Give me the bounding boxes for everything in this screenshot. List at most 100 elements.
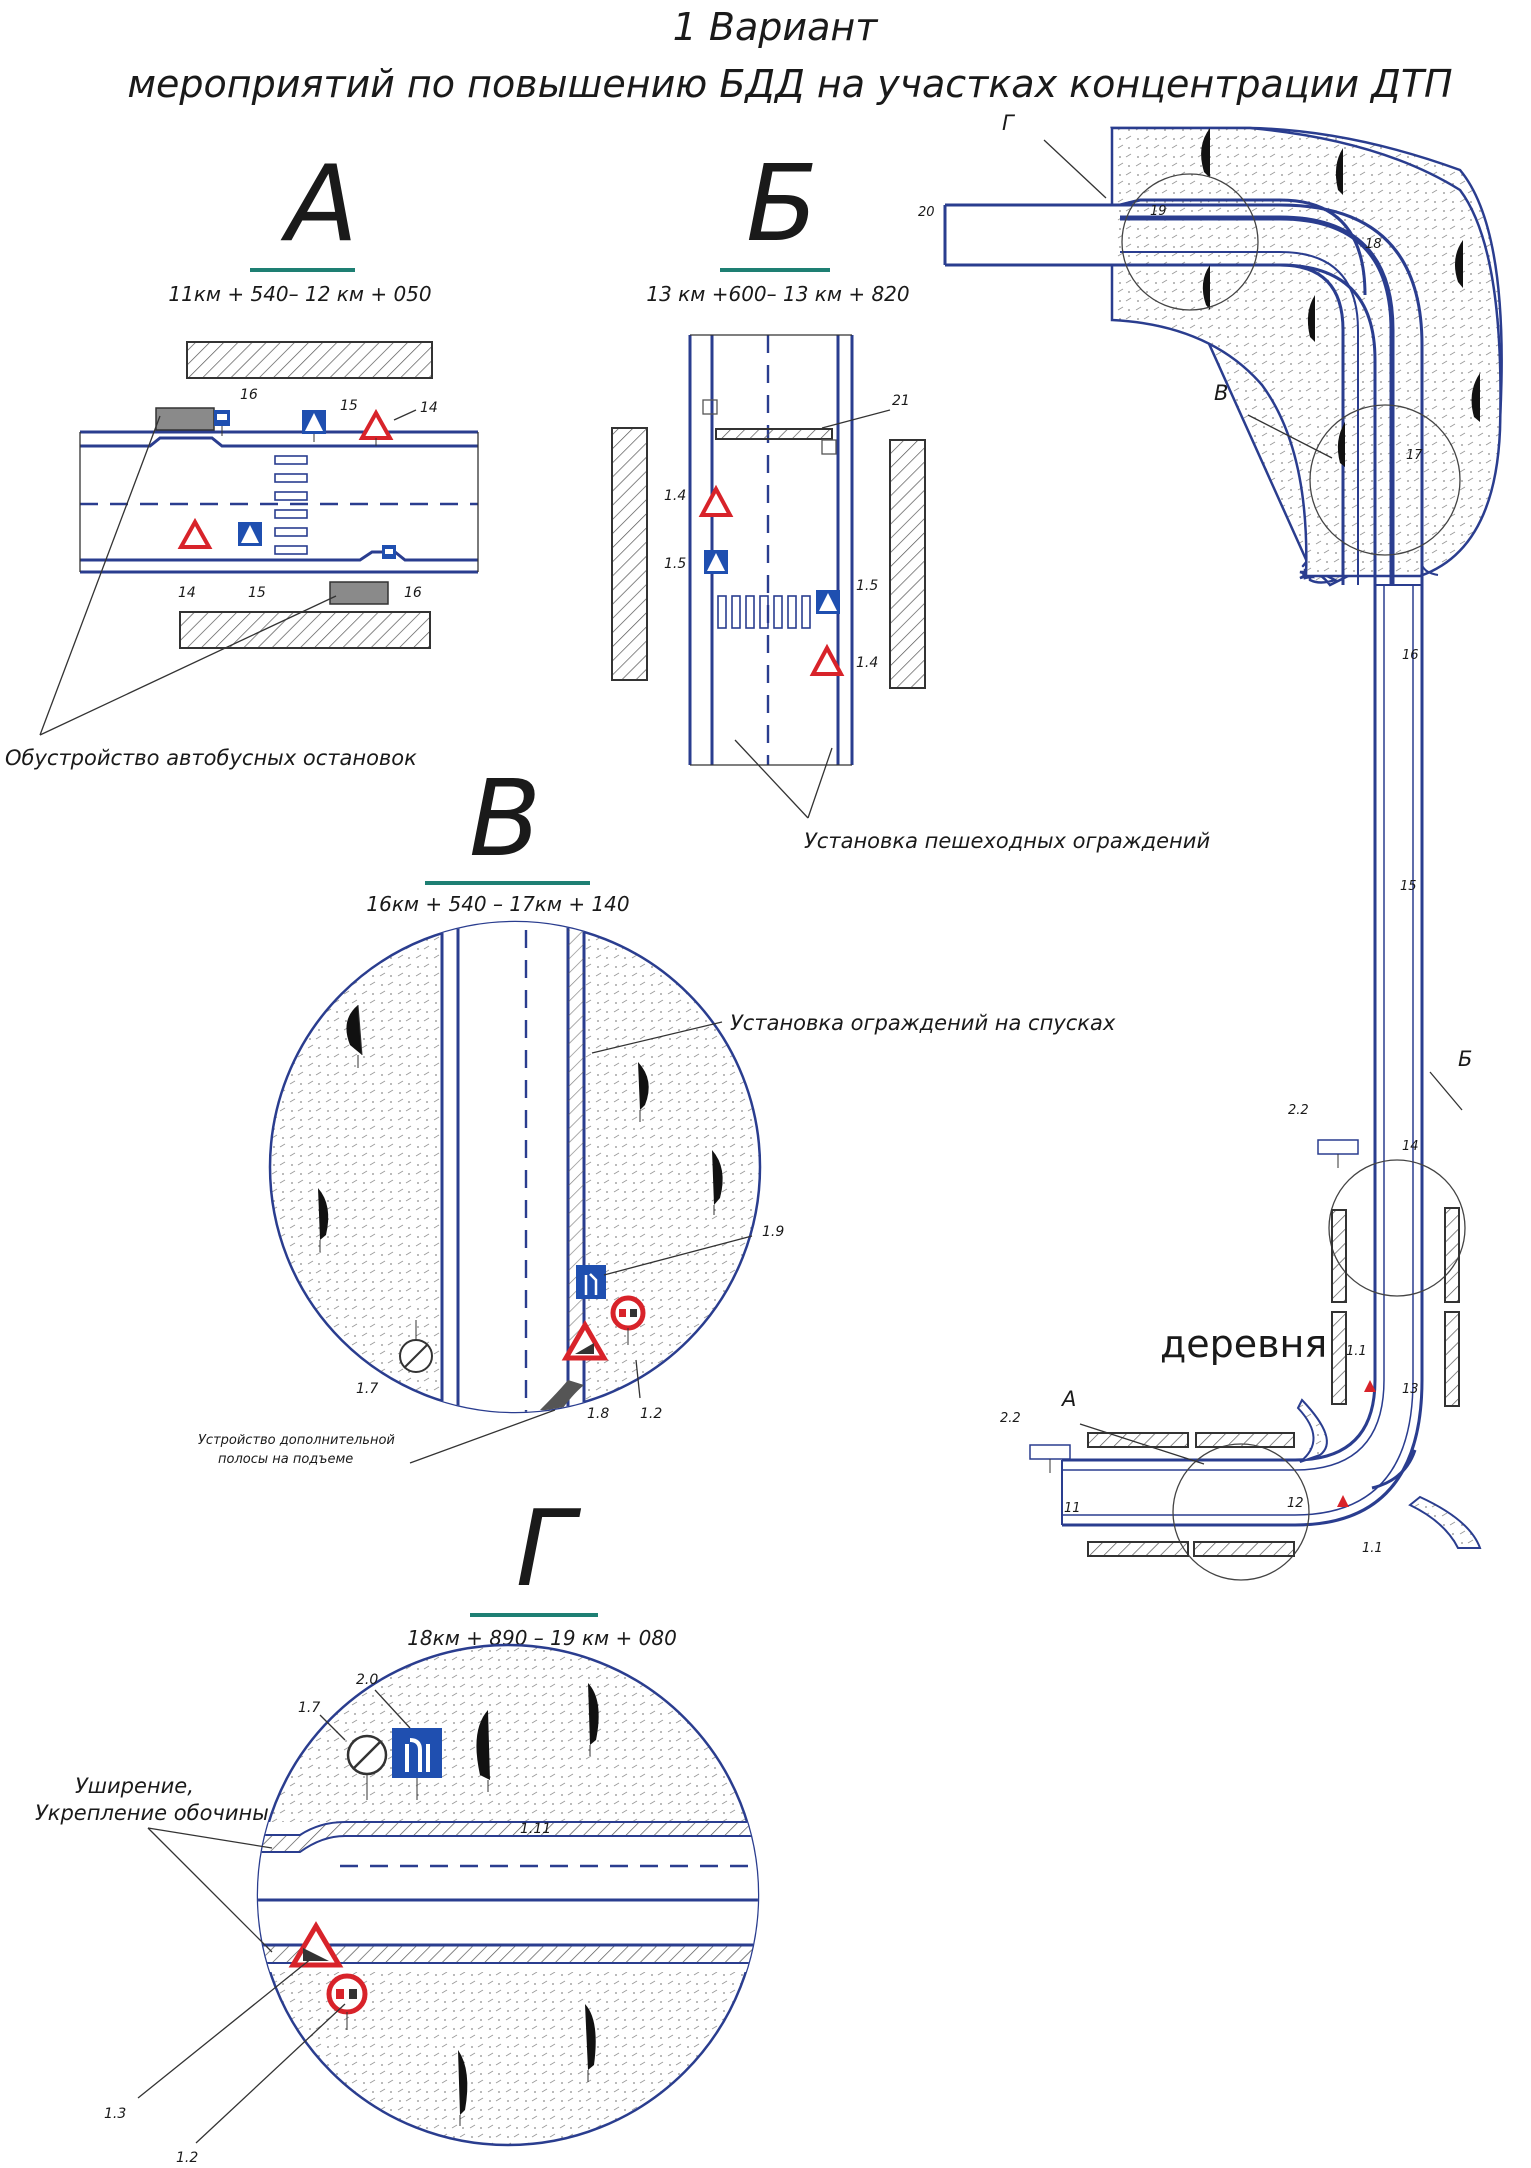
detail-a-letter: А [280, 143, 358, 265]
sign-number: 1.9 [762, 1224, 784, 1240]
sign-number: 15 [340, 398, 358, 414]
building-strip [1331, 1311, 1347, 1405]
callout-leader [1079, 1423, 1205, 1465]
tree-icon [346, 1004, 363, 1068]
callout-v: В [1214, 381, 1228, 405]
leader-line [195, 2003, 346, 2144]
km-tick: 13 [1402, 1382, 1419, 1397]
forest-area [1110, 126, 1502, 578]
zone-circle [1328, 1159, 1466, 1297]
tree-icon [1337, 422, 1345, 467]
extra-lane-label-line-1: Устройство дополнительной [198, 1433, 395, 1448]
fence-post [702, 399, 718, 415]
leader-line [807, 747, 833, 819]
building-strip [186, 341, 433, 379]
widen-label-line-1: Уширение, [75, 1774, 194, 1798]
leader-line [409, 1409, 556, 1464]
tree-icon [712, 1150, 723, 1215]
km-tick: 19 [1150, 204, 1167, 219]
callout-a: А [1060, 1387, 1076, 1411]
sign-number: 16 [404, 585, 422, 601]
zone-circle [1121, 173, 1259, 311]
sign-number: 15 [248, 585, 266, 601]
header-line-2: мероприятий по повышению БДД на участках… [127, 62, 1452, 106]
tree-icon [638, 1062, 649, 1122]
km-tick: 11 [1064, 1501, 1081, 1516]
building-strip [1087, 1432, 1189, 1448]
detail-g-km: 18км + 890 – 19 км + 080 [407, 1626, 677, 1650]
bus-stop-sign-icon [214, 410, 230, 436]
leader-line [603, 1235, 753, 1276]
callout-b: Б [1458, 1047, 1472, 1071]
sign-number: 1.8 [587, 1406, 609, 1422]
sign-number: 1.3 [104, 2106, 126, 2122]
overpass-bar [715, 428, 833, 440]
sign-number: 14 [420, 400, 438, 416]
route-sign-icon [1029, 1444, 1071, 1473]
sign-number: 1.7 [356, 1381, 378, 1397]
road-lane [1120, 251, 1359, 585]
building-strip [1087, 1541, 1189, 1557]
tree-icon [458, 2050, 468, 2126]
leader-line [319, 1714, 346, 1741]
widen-label-line-2: Укрепление обочины [35, 1801, 269, 1825]
building-strip [611, 427, 648, 681]
steep-descent-warning-sign-icon [288, 1921, 344, 1968]
extra-lane-label-line-2: полосы на подъеме [218, 1452, 353, 1467]
road-edge-with-bay [80, 436, 478, 448]
road-center [1120, 215, 1395, 585]
route-sign-icon [1317, 1139, 1359, 1168]
road-lane [1062, 1379, 1385, 1471]
callout-leader [1043, 139, 1107, 199]
building-strip [1193, 1541, 1295, 1557]
bus-stop-sign-icon [382, 545, 396, 559]
tree-icon [1471, 373, 1480, 422]
km-tick: 12 [1287, 1496, 1304, 1511]
detail-v-km: 16км + 540 – 17км + 140 [366, 892, 629, 916]
road-edge [1120, 263, 1345, 585]
road-edge [945, 198, 1367, 296]
leader-line [137, 1957, 313, 2099]
detail-g: Г 18км + 890 – 19 км + 080 [35, 1488, 760, 2166]
no-overtaking-zone-end-sign-icon [346, 1734, 388, 1800]
km-tick: 18 [1365, 237, 1382, 252]
sign-number: 14 [178, 585, 196, 601]
children-warning-sign-icon [358, 408, 394, 446]
zebra-crossing [717, 595, 811, 629]
detail-b-letter: Б [746, 143, 818, 265]
sign-number: 1.5 [856, 578, 878, 594]
crosswalk-sign-icon [302, 410, 326, 442]
sign-number: 1.11 [520, 1821, 551, 1837]
callout-leader [1247, 414, 1333, 459]
crosswalk-sign-icon [704, 550, 728, 574]
building-strip [1444, 1311, 1460, 1407]
leader-line [635, 1359, 641, 1399]
building-strip [1195, 1432, 1295, 1448]
sign-label: 1.1 [1362, 1541, 1383, 1556]
tree-icon [476, 1710, 490, 1792]
lane-direction-sign-icon [576, 1265, 606, 1299]
tree-icon [1201, 128, 1210, 178]
leader-line [147, 1827, 273, 1953]
tree-icon [1307, 295, 1315, 342]
building-strip [1331, 1209, 1347, 1303]
tree-icon [588, 1683, 599, 1756]
sign-label: 2.2 [1000, 1411, 1021, 1426]
tree-icon [1202, 265, 1210, 310]
children-warning-sign-icon [809, 643, 845, 676]
building-strip [889, 439, 926, 689]
steep-climb-warning-sign-icon [561, 1319, 609, 1361]
crosswalk-sign-icon [816, 590, 840, 614]
header: 1 Вариант мероприятий по повышению БДД н… [127, 5, 1452, 106]
no-overtaking-zone-end-sign-icon [399, 1320, 433, 1373]
building-strip [179, 611, 431, 649]
header-line-1: 1 Вариант [673, 5, 880, 49]
bus-stop-platform [329, 581, 389, 605]
leader-line [821, 409, 891, 429]
detail-g-letter: Г [516, 1488, 582, 1610]
sign-label: 2.2 [1288, 1103, 1309, 1118]
sign-number: 1.4 [856, 655, 878, 671]
warning-sign-icon [1364, 1380, 1376, 1392]
detail-b: Б 13 км +600– 13 км + 820 [611, 143, 1210, 853]
fence-post [821, 439, 837, 455]
